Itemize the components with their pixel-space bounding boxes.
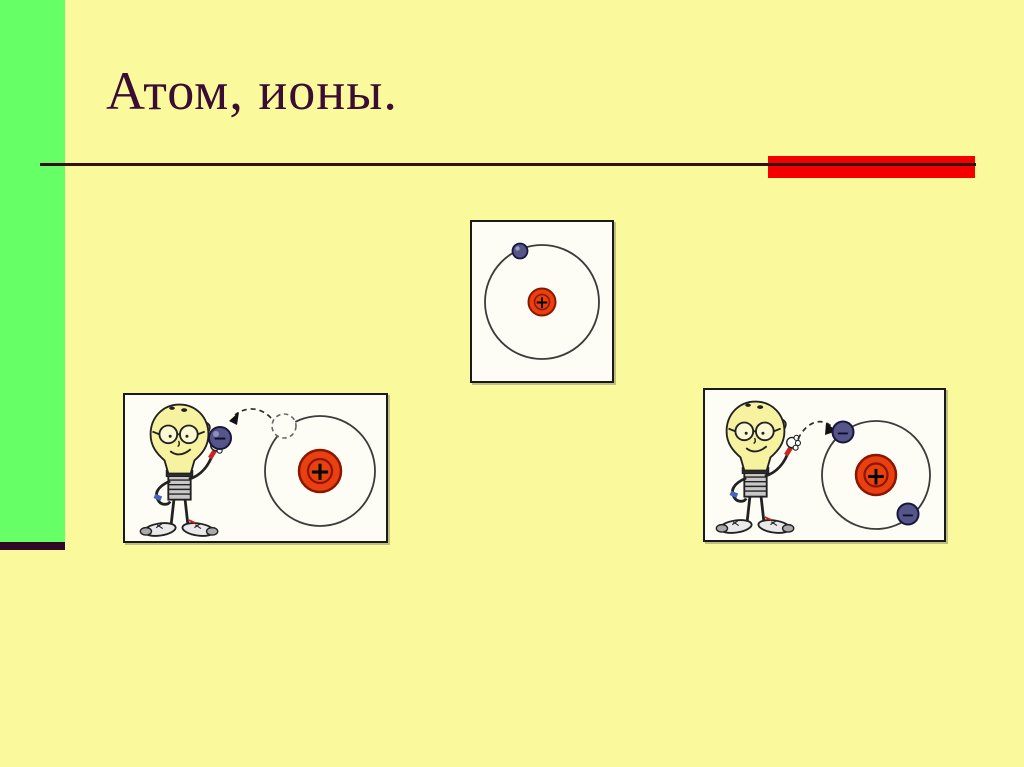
red-accent-bar <box>768 156 975 178</box>
orbit-circle <box>484 244 600 360</box>
bulb-man-character <box>714 400 802 534</box>
negative-ion-figure: + − − <box>703 388 946 542</box>
orbit-electron: − <box>896 502 920 526</box>
left-accent-bar-footer-line <box>0 542 65 550</box>
neutral-atom-figure: + <box>470 220 614 383</box>
minus-sign: − <box>213 429 227 449</box>
plus-sign: + <box>866 462 887 491</box>
dashed-trajectory <box>797 420 833 440</box>
bulb-man-character <box>138 403 226 537</box>
orbit-circle <box>821 420 931 530</box>
minus-sign: − <box>901 506 914 525</box>
plus-sign: + <box>309 457 331 487</box>
title-underline-rule <box>40 163 976 166</box>
nucleus: + <box>297 448 343 494</box>
left-accent-bar <box>0 0 65 542</box>
nucleus: + <box>854 453 898 497</box>
dashed-trajectory <box>234 408 272 419</box>
nucleus: + <box>527 287 557 317</box>
arrowhead-icon <box>229 412 239 425</box>
slide-title: Атом, ионы. <box>106 61 398 121</box>
minus-sign: − <box>836 424 849 443</box>
orbit-circle <box>264 415 376 527</box>
electron <box>511 242 529 260</box>
removed-electron-slot <box>271 413 297 439</box>
plus-sign: + <box>535 293 549 313</box>
added-electron: − <box>831 420 855 444</box>
positive-ion-figure: + − <box>123 393 388 543</box>
held-electron: − <box>208 426 232 450</box>
